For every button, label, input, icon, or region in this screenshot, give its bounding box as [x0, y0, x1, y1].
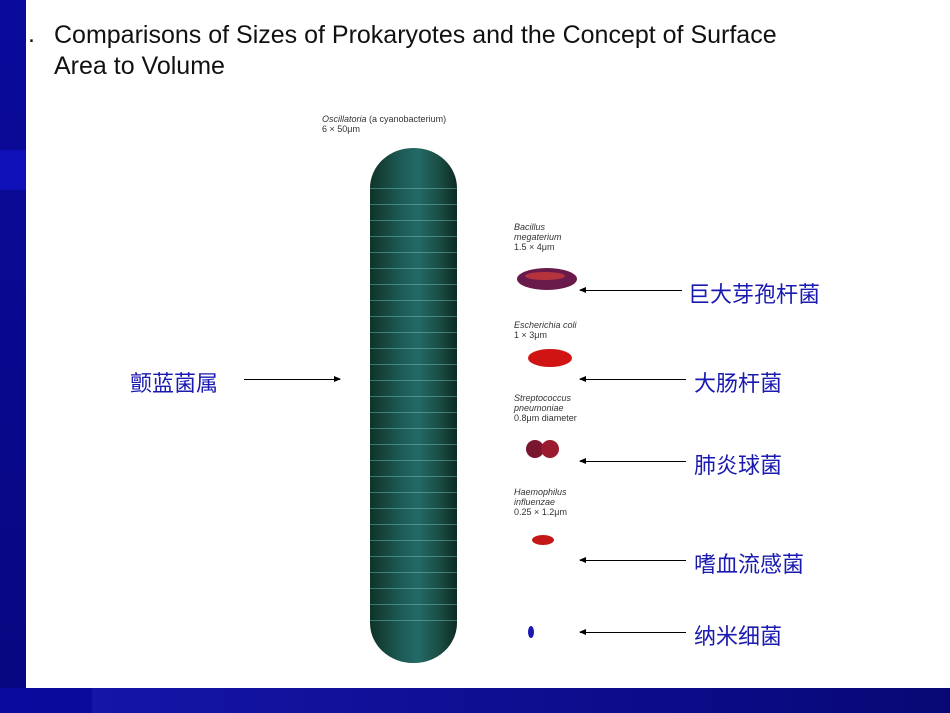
strep-size: 0.8μm diameter — [514, 413, 577, 423]
title-bullet: . — [28, 20, 35, 48]
arrow-to-oscillatoria — [244, 376, 341, 382]
arrow-to-bacillus — [579, 287, 682, 293]
filament-segment-line — [370, 300, 457, 301]
filament-segment-line — [370, 236, 457, 237]
oscillatoria-note: (a cyanobacterium) — [369, 114, 447, 124]
filament-segment-line — [370, 540, 457, 541]
label-strep-cn: 肺炎球菌 — [694, 454, 783, 479]
filament-segment-line — [370, 380, 457, 381]
title-line-1: Comparisons of Sizes of Prokaryotes and … — [54, 21, 777, 49]
filament-segment-line — [370, 252, 457, 253]
title-line-2: Area to Volume — [54, 52, 225, 80]
caption-haemophilus: Haemophilus influenzae 0.25 × 1.2μm — [514, 487, 567, 517]
filament-segment-line — [370, 588, 457, 589]
caption-strep: Streptococcus pneumoniae 0.8μm diameter — [514, 393, 577, 423]
left-border-bar — [0, 0, 26, 713]
label-ecoli-cn: 大肠杆菌 — [694, 372, 783, 397]
filament-segment-line — [370, 188, 457, 189]
label-bacillus-cn: 巨大芽孢杆菌 — [688, 283, 821, 308]
filament-segment-line — [370, 284, 457, 285]
filament-segment-line — [370, 444, 457, 445]
haemophilus-cell — [532, 535, 554, 545]
bacillus-name-1: Bacillus — [514, 222, 546, 232]
arrow-to-nano — [579, 629, 686, 635]
filament-segment-line — [370, 364, 457, 365]
filament-segment-line — [370, 220, 457, 221]
filament-segment-line — [370, 204, 457, 205]
caption-bacillus: Bacillus megaterium 1.5 × 4μm — [514, 222, 562, 252]
left-border-accent — [0, 150, 26, 190]
oscillatoria-size: 6 × 50μm — [322, 124, 360, 134]
filament-segment-line — [370, 524, 457, 525]
bacillus-size: 1.5 × 4μm — [514, 242, 555, 252]
caption-oscillatoria: Oscillatoria (a cyanobacterium) 6 × 50μm — [322, 114, 446, 134]
filament-segment-line — [370, 492, 457, 493]
filament-segment-line — [370, 572, 457, 573]
arrow-to-ecoli — [579, 376, 686, 382]
filament-segment-line — [370, 268, 457, 269]
ecoli-name: Escherichia coli — [514, 320, 577, 330]
label-haemophilus-cn: 嗜血流感菌 — [694, 553, 805, 578]
slide-canvas — [26, 0, 950, 688]
label-nano-cn: 纳米细菌 — [694, 625, 783, 650]
nanobacterium-cell — [528, 626, 534, 638]
filament-segment-line — [370, 476, 457, 477]
filament-segment-line — [370, 348, 457, 349]
haemophilus-size: 0.25 × 1.2μm — [514, 507, 567, 517]
filament-segment-line — [370, 508, 457, 509]
filament-segment-line — [370, 620, 457, 621]
filament-segment-line — [370, 556, 457, 557]
arrow-to-haemophilus — [579, 557, 686, 563]
strep-cell — [526, 440, 559, 458]
filament-segment-line — [370, 332, 457, 333]
strep-name-2: pneumoniae — [514, 403, 564, 413]
bacillus-cell — [517, 268, 577, 290]
slide-title: Comparisons of Sizes of Prokaryotes and … — [54, 20, 934, 82]
haemophilus-name-2: influenzae — [514, 497, 556, 507]
strep-name-1: Streptococcus — [514, 393, 572, 403]
caption-ecoli: Escherichia coli 1 × 3μm — [514, 320, 577, 340]
filament-segment-line — [370, 428, 457, 429]
label-oscillatoria-cn: 颤蓝菌属 — [130, 372, 219, 397]
filament-segment-line — [370, 604, 457, 605]
bottom-border-accent — [92, 688, 950, 713]
bacillus-name-2: megaterium — [514, 232, 562, 242]
filament-segment-line — [370, 412, 457, 413]
haemophilus-name-1: Haemophilus — [514, 487, 567, 497]
filament-segment-line — [370, 396, 457, 397]
oscillatoria-filament — [370, 148, 457, 663]
filament-segment-line — [370, 460, 457, 461]
ecoli-size: 1 × 3μm — [514, 330, 547, 340]
oscillatoria-name: Oscillatoria — [322, 114, 367, 124]
ecoli-cell — [528, 349, 572, 367]
filament-segment-line — [370, 316, 457, 317]
arrow-to-strep — [579, 458, 686, 464]
